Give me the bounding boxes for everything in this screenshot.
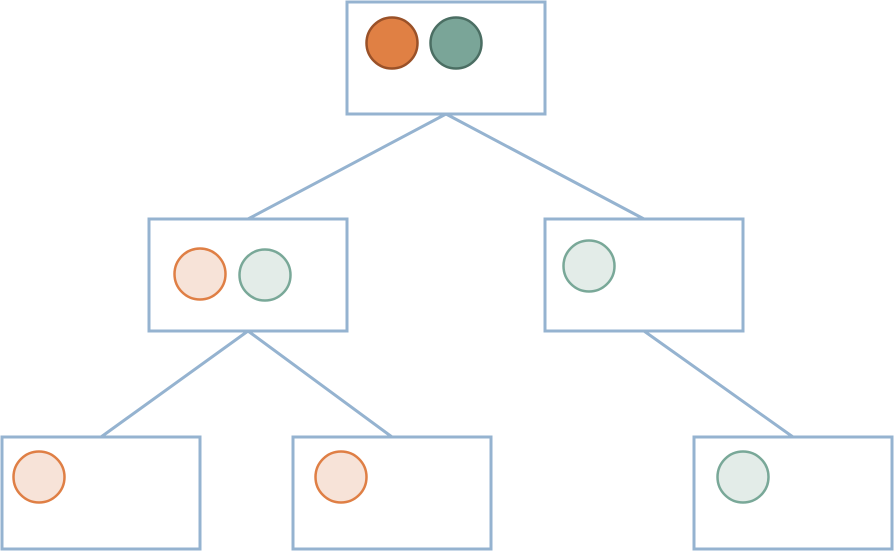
orange-light-circle bbox=[12, 450, 66, 504]
orange-light-circle bbox=[314, 450, 368, 504]
node-right bbox=[543, 217, 745, 333]
node-right-child bbox=[692, 435, 894, 551]
node-root bbox=[345, 0, 547, 116]
node-left-right bbox=[291, 435, 493, 551]
orange-light-circle bbox=[173, 247, 227, 301]
node-left bbox=[147, 217, 349, 333]
green-light-circle bbox=[562, 239, 616, 293]
edge-root-to-left bbox=[246, 112, 448, 221]
green-light-circle bbox=[716, 450, 770, 504]
orange-solid-circle bbox=[365, 16, 419, 70]
green-light-circle bbox=[238, 248, 292, 302]
edge-right-to-right-child bbox=[642, 329, 795, 439]
node-left-left bbox=[0, 435, 202, 551]
edges-layer bbox=[99, 112, 795, 439]
green-solid-circle bbox=[429, 16, 483, 70]
node-box bbox=[543, 217, 745, 333]
edge-root-to-right bbox=[444, 112, 646, 221]
edge-left-to-left-left bbox=[99, 329, 250, 439]
edge-left-to-left-right bbox=[246, 329, 394, 439]
